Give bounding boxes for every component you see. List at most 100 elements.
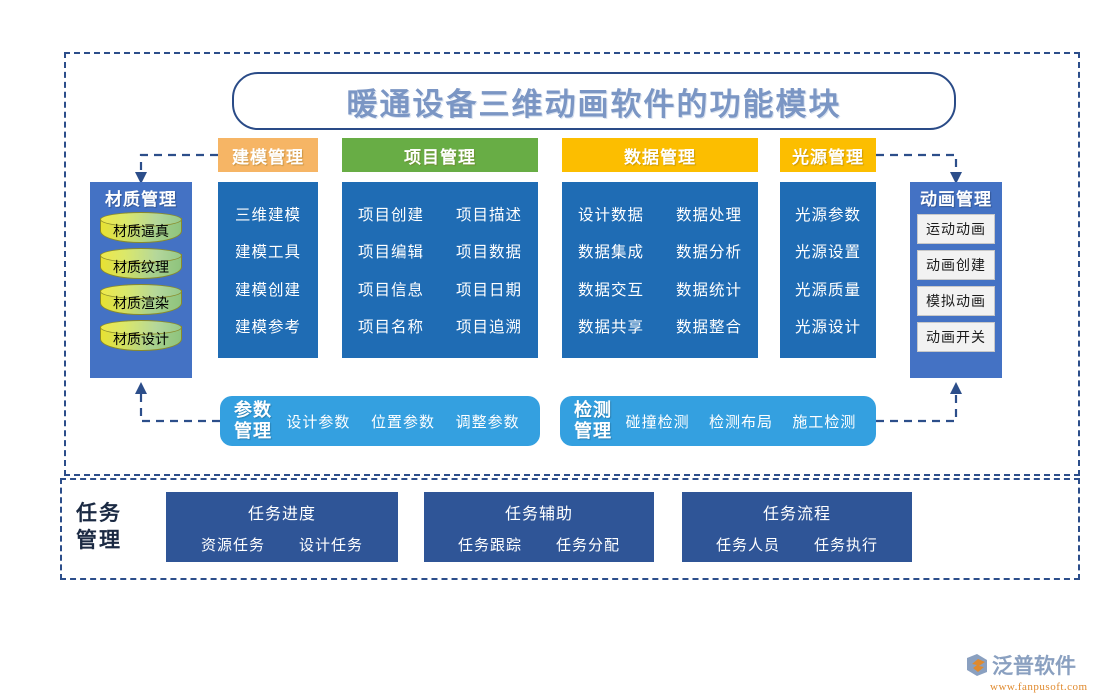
panel-column: 三维建模 建模工具 建模创建 建模参考 bbox=[218, 182, 318, 358]
detection-item[interactable]: 碰撞检测 bbox=[625, 412, 690, 431]
task-card-title: 任务辅助 bbox=[504, 503, 573, 523]
panel-item[interactable]: 建模创建 bbox=[234, 280, 301, 299]
parameter-item[interactable]: 调整参数 bbox=[455, 412, 520, 431]
animation-item[interactable]: 动画开关 bbox=[917, 322, 995, 352]
panel-item[interactable]: 设计数据 bbox=[577, 206, 644, 225]
task-management-label: 任务 管理 bbox=[76, 500, 152, 554]
category-header-project[interactable]: 项目管理 bbox=[342, 138, 538, 172]
material-cylinder-item[interactable]: 材质渲染 bbox=[100, 284, 182, 318]
panel-column: 光源参数 光源设置 光源质量 光源设计 bbox=[780, 182, 876, 358]
panel-item[interactable]: 数据整合 bbox=[675, 317, 742, 336]
detection-title-line2: 管理 bbox=[574, 421, 612, 442]
parameter-item[interactable]: 设计参数 bbox=[286, 412, 351, 431]
page-title: 暖通设备三维动画软件的功能模块 bbox=[346, 86, 842, 123]
material-item-label: 材质渲染 bbox=[113, 296, 169, 312]
material-management-title: 材质管理 bbox=[105, 190, 177, 210]
panel-column: 设计数据 数据集成 数据交互 数据共享 bbox=[562, 182, 660, 358]
task-item[interactable]: 任务人员 bbox=[715, 535, 780, 554]
main-dashed-frame bbox=[64, 52, 1080, 476]
task-label-line1: 任务 bbox=[76, 501, 122, 525]
animation-management-panel: 动画管理 运动动画 动画创建 模拟动画 动画开关 bbox=[910, 182, 1002, 378]
animation-item[interactable]: 模拟动画 bbox=[917, 286, 995, 316]
panel-item[interactable]: 数据共享 bbox=[577, 317, 644, 336]
panel-column: 项目创建 项目编辑 项目信息 项目名称 bbox=[342, 182, 440, 358]
task-card-items: 任务跟踪 任务分配 bbox=[458, 534, 620, 555]
fanpu-logo-icon bbox=[967, 654, 987, 676]
task-card-items: 资源任务 设计任务 bbox=[201, 534, 363, 555]
parameter-item[interactable]: 位置参数 bbox=[370, 412, 435, 431]
panel-item[interactable]: 数据分析 bbox=[675, 243, 742, 262]
material-cylinder-item[interactable]: 材质逼真 bbox=[100, 212, 182, 246]
task-card-assist[interactable]: 任务辅助 任务跟踪 任务分配 bbox=[424, 492, 654, 562]
cylinder-top bbox=[100, 248, 182, 263]
animation-management-title: 动画管理 bbox=[920, 190, 992, 210]
task-item[interactable]: 任务执行 bbox=[814, 535, 879, 554]
task-card-flow[interactable]: 任务流程 任务人员 任务执行 bbox=[682, 492, 912, 562]
panel-column: 项目描述 项目数据 项目日期 项目追溯 bbox=[440, 182, 538, 358]
panel-item[interactable]: 光源设置 bbox=[794, 243, 861, 262]
task-card-title: 任务进度 bbox=[247, 503, 316, 523]
panel-column: 数据处理 数据分析 数据统计 数据整合 bbox=[660, 182, 758, 358]
task-item[interactable]: 任务跟踪 bbox=[457, 535, 522, 554]
material-item-label: 材质纹理 bbox=[113, 260, 169, 276]
panel-item[interactable]: 建模工具 bbox=[234, 243, 301, 262]
logo-row: 泛普软件 bbox=[966, 650, 1076, 680]
panel-project: 项目创建 项目编辑 项目信息 项目名称 项目描述 项目数据 项目日期 项目追溯 bbox=[342, 182, 538, 358]
detection-title-line1: 检测 bbox=[574, 400, 612, 421]
material-management-panel: 材质管理 材质逼真 材质纹理 材质渲染 材质设计 bbox=[90, 182, 192, 378]
detection-items: 碰撞检测 检测布局 施工检测 bbox=[616, 411, 876, 432]
cylinder-top bbox=[100, 284, 182, 299]
task-item[interactable]: 设计任务 bbox=[299, 535, 364, 554]
panel-item[interactable]: 光源参数 bbox=[794, 206, 861, 225]
panel-item[interactable]: 光源质量 bbox=[794, 280, 861, 299]
animation-item[interactable]: 运动动画 bbox=[917, 214, 995, 244]
panel-item[interactable]: 项目数据 bbox=[455, 243, 522, 262]
logo-name: 泛普软件 bbox=[992, 654, 1076, 678]
panel-item[interactable]: 建模参考 bbox=[234, 317, 301, 336]
panel-item[interactable]: 三维建模 bbox=[234, 206, 301, 225]
task-item[interactable]: 资源任务 bbox=[200, 535, 265, 554]
panel-item[interactable]: 项目信息 bbox=[357, 280, 424, 299]
material-cylinder-item[interactable]: 材质设计 bbox=[100, 320, 182, 354]
task-item[interactable]: 任务分配 bbox=[556, 535, 621, 554]
parameter-title-line2: 管理 bbox=[234, 421, 272, 442]
cylinder-top bbox=[100, 212, 182, 227]
panel-data: 设计数据 数据集成 数据交互 数据共享 数据处理 数据分析 数据统计 数据整合 bbox=[562, 182, 758, 358]
panel-item[interactable]: 项目名称 bbox=[357, 317, 424, 336]
panel-item[interactable]: 数据集成 bbox=[577, 243, 644, 262]
task-card-items: 任务人员 任务执行 bbox=[716, 534, 878, 555]
parameter-management-title: 参数 管理 bbox=[220, 400, 276, 442]
panel-item[interactable]: 数据交互 bbox=[577, 280, 644, 299]
category-header-light[interactable]: 光源管理 bbox=[780, 138, 876, 172]
diagram-title-box: 暖通设备三维动画软件的功能模块 bbox=[232, 72, 956, 130]
panel-item[interactable]: 项目日期 bbox=[455, 280, 522, 299]
detection-item[interactable]: 检测布局 bbox=[708, 412, 773, 431]
panel-modeling: 三维建模 建模工具 建模创建 建模参考 bbox=[218, 182, 318, 358]
panel-item[interactable]: 项目编辑 bbox=[357, 243, 424, 262]
panel-item[interactable]: 项目创建 bbox=[357, 206, 424, 225]
category-header-modeling[interactable]: 建模管理 bbox=[218, 138, 318, 172]
panel-item[interactable]: 光源设计 bbox=[794, 317, 861, 336]
task-label-line2: 管理 bbox=[76, 528, 122, 552]
panel-item[interactable]: 项目描述 bbox=[455, 206, 522, 225]
panel-item[interactable]: 数据处理 bbox=[675, 206, 742, 225]
panel-item[interactable]: 项目追溯 bbox=[455, 317, 522, 336]
category-header-data[interactable]: 数据管理 bbox=[562, 138, 758, 172]
detection-management-title: 检测 管理 bbox=[560, 400, 616, 442]
parameter-title-line1: 参数 bbox=[234, 400, 272, 421]
task-dashed-frame bbox=[60, 478, 1080, 580]
task-card-progress[interactable]: 任务进度 资源任务 设计任务 bbox=[166, 492, 398, 562]
panel-item[interactable]: 数据统计 bbox=[675, 280, 742, 299]
brand-logo: 泛普软件 www.fanpusoft.com bbox=[966, 650, 1092, 694]
animation-item[interactable]: 动画创建 bbox=[917, 250, 995, 280]
cylinder-top bbox=[100, 320, 182, 335]
detection-management-bar: 检测 管理 碰撞检测 检测布局 施工检测 bbox=[560, 396, 876, 446]
material-item-label: 材质设计 bbox=[113, 332, 169, 348]
parameter-management-bar: 参数 管理 设计参数 位置参数 调整参数 bbox=[220, 396, 540, 446]
task-card-title: 任务流程 bbox=[762, 503, 831, 523]
panel-light-source: 光源参数 光源设置 光源质量 光源设计 bbox=[780, 182, 876, 358]
material-cylinder-item[interactable]: 材质纹理 bbox=[100, 248, 182, 282]
material-item-label: 材质逼真 bbox=[113, 224, 169, 240]
detection-item[interactable]: 施工检测 bbox=[792, 412, 857, 431]
logo-url: www.fanpusoft.com bbox=[990, 681, 1088, 693]
